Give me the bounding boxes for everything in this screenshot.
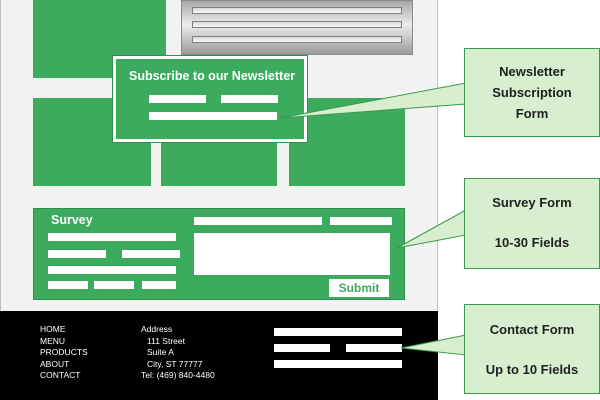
text-line	[192, 21, 402, 28]
footer-nav-contact[interactable]: CONTACT	[40, 370, 81, 380]
contact-field[interactable]	[274, 344, 330, 352]
newsletter-form: Subscribe to our Newsletter	[112, 55, 308, 143]
contact-field[interactable]	[274, 360, 402, 368]
contact-pointer	[400, 334, 467, 356]
content-text-block	[181, 0, 413, 55]
survey-callout-title: Survey Form	[492, 195, 572, 210]
phone-number: Tel: (469) 840-4480	[141, 370, 215, 380]
newsletter-callout: Newsletter Subscription Form	[464, 48, 600, 137]
footer: HOME MENU PRODUCTS ABOUT CONTACT Address…	[0, 311, 438, 400]
newsletter-name-field[interactable]	[149, 95, 206, 103]
survey-textarea[interactable]	[194, 233, 390, 275]
survey-title: Survey	[51, 213, 93, 227]
contact-callout-detail: Up to 10 Fields	[485, 362, 579, 377]
contact-callout-title: Contact Form	[489, 322, 575, 337]
survey-field[interactable]	[330, 217, 392, 225]
address-line: 111 Street	[147, 335, 185, 346]
submit-button[interactable]: Submit	[329, 279, 389, 297]
contact-field[interactable]	[274, 328, 402, 336]
survey-callout-detail: 10-30 Fields	[494, 235, 570, 250]
survey-field[interactable]	[142, 281, 176, 289]
footer-nav-about[interactable]: ABOUT	[40, 358, 70, 369]
contact-field[interactable]	[346, 344, 402, 352]
newsletter-field-wide[interactable]	[149, 112, 277, 120]
survey-pointer	[396, 209, 467, 249]
footer-nav-products[interactable]: PRODUCTS	[40, 347, 88, 357]
survey-field[interactable]	[48, 266, 176, 274]
survey-field[interactable]	[48, 233, 176, 241]
footer-address: Address 111 Street Suite A City, ST 7777…	[141, 324, 215, 382]
text-line	[192, 36, 402, 43]
address-line: City, ST 77777	[147, 358, 203, 369]
contact-callout: Contact Form Up to 10 Fields	[464, 304, 600, 394]
survey-field[interactable]	[48, 250, 106, 258]
survey-field[interactable]	[94, 281, 134, 289]
footer-nav-home[interactable]: HOME	[40, 324, 66, 334]
text-line	[192, 7, 402, 14]
survey-field[interactable]	[48, 281, 88, 289]
footer-nav: HOME MENU PRODUCTS ABOUT CONTACT	[40, 324, 88, 382]
newsletter-title: Subscribe to our Newsletter	[129, 69, 296, 83]
address-line: Suite A	[147, 347, 174, 357]
newsletter-pointer	[279, 82, 467, 119]
survey-callout: Survey Form 10-30 Fields	[464, 178, 600, 269]
survey-field[interactable]	[194, 217, 322, 225]
survey-form: Survey Submit	[33, 208, 405, 300]
footer-nav-menu[interactable]: MENU	[40, 335, 66, 346]
address-label: Address	[141, 324, 173, 334]
newsletter-callout-text: Newsletter Subscription Form	[492, 64, 572, 121]
newsletter-email-field[interactable]	[221, 95, 278, 103]
survey-field[interactable]	[122, 250, 180, 258]
